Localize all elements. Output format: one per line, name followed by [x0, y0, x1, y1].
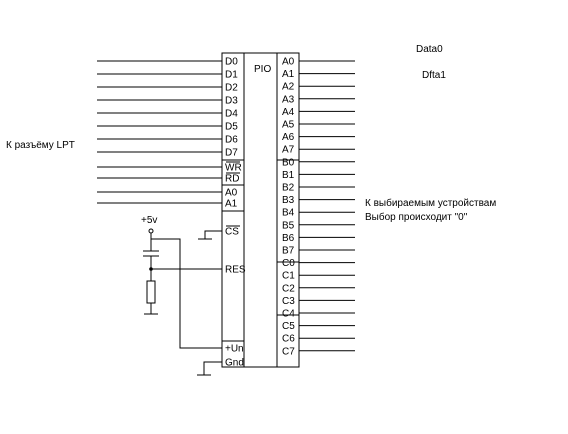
right-pin-label-c6: C6	[282, 334, 295, 345]
vcc-to-un-wire	[151, 238, 222, 349]
data0-label: Data0	[416, 44, 443, 55]
right-pin-label-c1: C1	[282, 271, 295, 282]
left-pin-label-gnd: Gnd	[225, 358, 244, 369]
right-pin-label-a3: A3	[282, 94, 295, 105]
dfta1-label: Dfta1	[422, 70, 446, 81]
right-pin-label-b6: B6	[282, 233, 295, 244]
right-pin-label-a7: A7	[282, 145, 295, 156]
left-pin-label-cs: CS	[225, 227, 239, 238]
cs-wire	[204, 230, 222, 239]
right-pin-label-a6: A6	[282, 132, 295, 143]
right-pin-label-c2: C2	[282, 283, 295, 294]
right-pin-label-b0: B0	[282, 157, 295, 168]
lpt-label: К разъёму LPT	[6, 140, 75, 151]
left-pin-label-a0: A0	[225, 188, 238, 199]
left-pin-label-un: +Un	[225, 344, 244, 355]
left-pin-label-d0: D0	[225, 57, 238, 68]
right-pin-label-a5: A5	[282, 120, 295, 131]
right-pin-label-c0: C0	[282, 258, 295, 269]
chip-right-separators	[277, 159, 299, 316]
lpt-bus-wires	[97, 60, 222, 204]
right-pin-label-c4: C4	[282, 309, 295, 320]
vcc-terminal	[148, 228, 154, 234]
right-pin-label-a4: A4	[282, 107, 295, 118]
right-pin-label-a0: A0	[282, 57, 295, 68]
chip-left-separators	[222, 159, 244, 342]
right-pin-label-c7: C7	[282, 346, 295, 357]
right-pin-label-a2: A2	[282, 82, 295, 93]
right-pin-label-b7: B7	[282, 246, 295, 257]
right-pin-group: A0A1A2A3A4A5A6A7B0B1B2B3B4B5B6B7C0C1C2C3…	[282, 57, 355, 357]
left-pin-label-d5: D5	[225, 122, 238, 133]
right-pin-label-b5: B5	[282, 220, 295, 231]
right-pin-label-b4: B4	[282, 208, 295, 219]
left-pin-label-res: RES	[225, 265, 246, 276]
right-pin-label-c5: C5	[282, 321, 295, 332]
select-label: Выбор происходит "0"	[365, 211, 468, 223]
chip-center-column	[243, 52, 278, 368]
left-pin-label-rd: RD	[225, 174, 239, 185]
left-pin-label-d4: D4	[225, 109, 238, 120]
right-pin-label-a1: A1	[282, 69, 295, 80]
right-pin-label-b3: B3	[282, 195, 295, 206]
gnd-wire	[203, 361, 222, 375]
chip-name: PIO	[254, 64, 271, 75]
resistor	[146, 280, 156, 304]
right-pin-label-c3: C3	[282, 296, 295, 307]
chip-right-column	[276, 52, 300, 368]
left-pin-label-d3: D3	[225, 96, 238, 107]
right-pin-label-b1: B1	[282, 170, 295, 181]
left-pin-label-d6: D6	[225, 135, 238, 146]
right-pin-label-b2: B2	[282, 183, 295, 194]
left-pin-label-d2: D2	[225, 83, 238, 94]
devices-label: К выбираемым устройствам	[365, 197, 496, 209]
left-pin-label-wr: WR	[225, 163, 242, 174]
vcc-label: +5v	[141, 215, 157, 226]
left-pin-label-d1: D1	[225, 70, 238, 81]
left-pin-label-a1: A1	[225, 199, 238, 210]
left-pin-label-d7: D7	[225, 148, 238, 159]
res-junction-dot	[149, 267, 153, 271]
